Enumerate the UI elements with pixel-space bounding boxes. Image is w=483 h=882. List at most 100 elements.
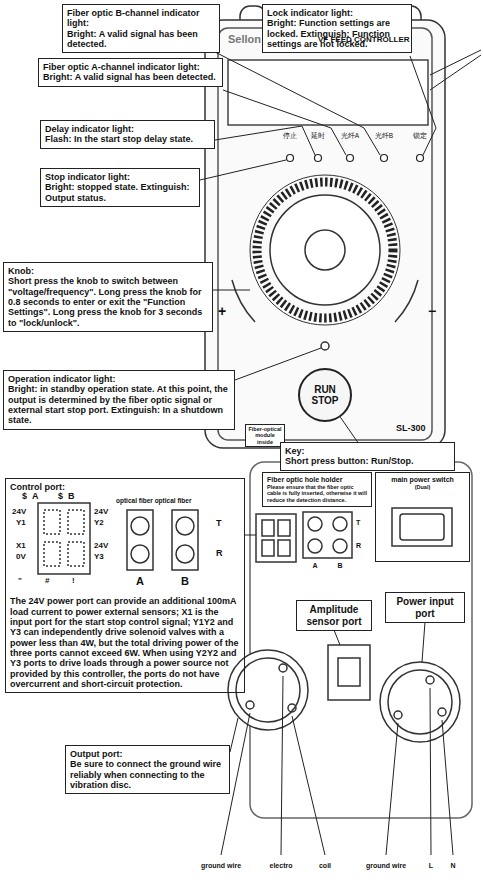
part-label: +: [218, 304, 226, 318]
part-label: #: [45, 577, 49, 585]
leader-line: [340, 417, 357, 442]
node-heading: Fiber optic B-channel indicator light:: [67, 8, 215, 29]
part-label: electro: [270, 862, 293, 869]
fiber-holder: [303, 512, 352, 558]
node-heading: Fiber-optical module inside: [248, 426, 282, 445]
part-label: coil: [319, 862, 331, 869]
part-label: Sellon: [228, 34, 261, 45]
callout-box: Output port:Be sure to connect the groun…: [65, 745, 230, 794]
node-heading: Delay indicator light:: [45, 124, 210, 134]
node-body: Flash: In the start stop delay state.: [45, 134, 210, 144]
node-body: Be sure to connect the ground wire relia…: [70, 759, 225, 790]
control-terminal: [38, 503, 90, 574]
part-label: A: [312, 562, 317, 569]
node-body: Bright: A valid signal has been detected…: [43, 72, 218, 82]
callout-box: Key:Short press button: Run/Stop.: [280, 442, 455, 471]
callout-box: Control port: The 24V power port can prov…: [5, 478, 245, 693]
part-label: X1: [16, 542, 26, 550]
turn-arc: [395, 280, 418, 322]
part-label: Y3: [94, 553, 104, 561]
part-label: VF FEED CONTROLLER: [318, 36, 410, 44]
part-label: ground wire: [366, 862, 406, 869]
node-heading: Power input port: [390, 596, 460, 619]
part-label: ground wire: [201, 862, 241, 869]
node-heading: Knob:: [8, 266, 208, 276]
part-label: R: [216, 549, 223, 558]
part-label: 24V: [94, 542, 108, 550]
part-label: Y2: [94, 519, 104, 527]
callout-box: Operation indicator light:Bright: in sta…: [3, 370, 235, 430]
control-plug: [256, 514, 296, 562]
callout-box: Fiber optic B-channel indicator light:Br…: [62, 4, 220, 53]
node-body: Bright: A valid signal has been detected…: [67, 29, 215, 50]
front-panel: [218, 28, 432, 440]
part-label: A: [32, 492, 39, 501]
node-body: Short press the knob to switch between "…: [8, 276, 208, 328]
node-heading: main power switch: [380, 476, 465, 484]
part-label: 24V: [94, 508, 108, 516]
part-label: A: [136, 576, 144, 587]
node-body: Bright: stopped state. Extinguish: Outpu…: [45, 182, 195, 203]
node-body: Short press button: Run/Stop.: [285, 456, 450, 466]
part-label: 停止: [283, 133, 297, 140]
switch-panel: main power switch(Dual): [375, 472, 470, 562]
node-heading: Operation indicator light:: [8, 374, 230, 384]
indicator-lights: [287, 155, 424, 162]
node-heading: Key:: [285, 446, 450, 456]
node-body: The 24V power port can provide an additi…: [10, 596, 240, 689]
node-body: STOP: [311, 395, 338, 407]
node-heading: Fiber optic hole holder: [267, 476, 367, 484]
part-label: 延时: [311, 133, 325, 140]
port-label: Power input port: [385, 592, 465, 623]
knob: [250, 175, 400, 325]
part-label: −: [428, 304, 436, 318]
node-body: (Dual): [380, 484, 465, 490]
part-label: B: [181, 576, 189, 587]
power-switch: [392, 508, 452, 546]
power-connector: [380, 662, 460, 742]
part-label: 0V: [16, 553, 26, 561]
part-label: R: [356, 542, 361, 549]
leader-lines: [200, 50, 481, 855]
node-heading: RUN: [314, 384, 336, 396]
node-body: Bright: Function settings are locked. Ex…: [267, 18, 407, 49]
part-label: L: [429, 862, 433, 869]
node-body: Please ensure that the fiber optic cable…: [267, 484, 367, 503]
callout-box: Fiber optic A-channel indicator light:Br…: [38, 58, 223, 87]
part-label: 24V: [12, 508, 26, 516]
part-label: 光纤A: [341, 133, 359, 140]
part-label: T: [216, 519, 222, 528]
housing: [205, 20, 445, 448]
callout-box: Lock indicator light:Bright: Function se…: [262, 4, 412, 53]
node-heading: Output port:: [70, 749, 225, 759]
part-label: optical fiber optical fiber: [116, 498, 191, 505]
display: [228, 60, 428, 125]
module-tag: Fiber-optical module inside: [245, 424, 285, 447]
operation-light: [321, 342, 329, 350]
part-label: $: [58, 492, 63, 501]
port-label: Amplitude sensor port: [296, 600, 372, 631]
callout-box: Knob:Short press the knob to switch betw…: [3, 262, 213, 332]
run-stop-button: RUNSTOP: [298, 368, 352, 422]
node-heading: Amplitude sensor port: [301, 604, 367, 627]
node-heading: Stop indicator light:: [45, 172, 195, 182]
node-heading: Lock indicator light:: [267, 8, 407, 18]
turn-arc: [232, 280, 255, 322]
part-label: $: [22, 492, 27, 501]
callout-box: Delay indicator light:Flash: In the star…: [40, 120, 215, 149]
part-label: SL-300: [396, 424, 426, 433]
part-label: 光纤B: [375, 133, 393, 140]
node-heading: Fiber optic A-channel indicator light:: [43, 62, 218, 72]
callout-box: Fiber optic hole holderPlease ensure tha…: [262, 472, 372, 507]
fiber-sockets: [127, 510, 198, 570]
node-body: Bright: in standby operation state. At t…: [8, 384, 230, 425]
part-label: N: [450, 862, 455, 869]
part-label: !: [72, 577, 75, 585]
part-label: B: [68, 492, 75, 501]
part-label: Y1: [16, 519, 26, 527]
callout-box: Stop indicator light:Bright: stopped sta…: [40, 168, 200, 207]
amplitude-port: [328, 645, 370, 700]
node-heading: Control port:: [10, 482, 240, 492]
port-panel: [250, 462, 472, 818]
